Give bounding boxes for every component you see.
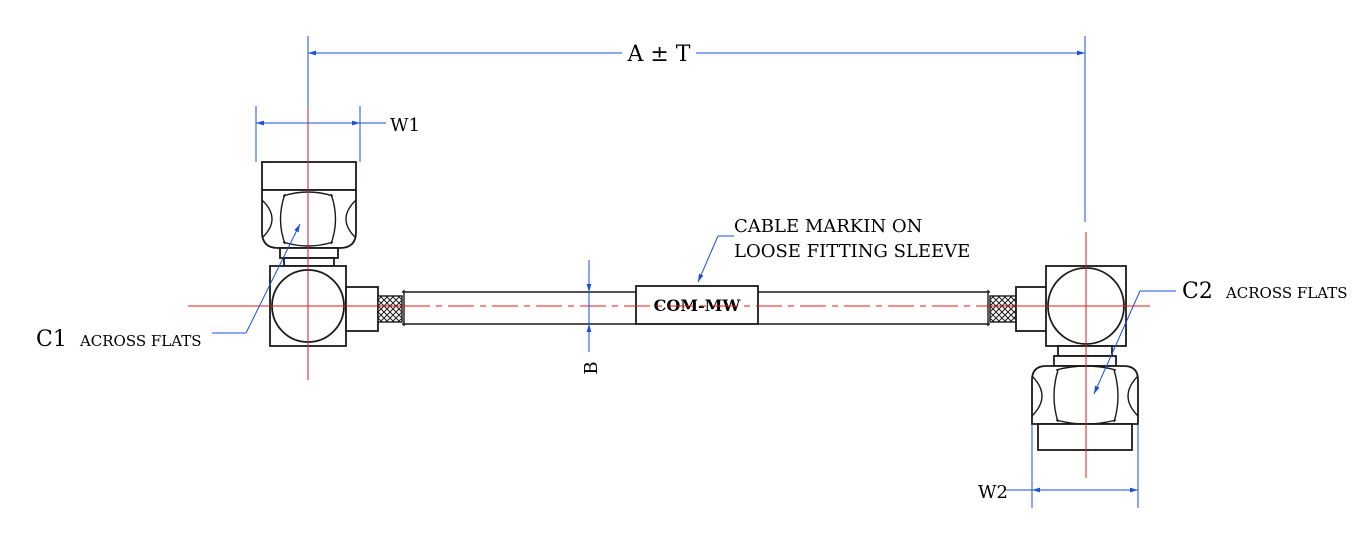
overall-length-label: A ± T (627, 42, 691, 67)
c2-label: C2 ACROSS FLATS (1182, 279, 1348, 304)
cable-diameter-label: B (581, 361, 602, 374)
width-right-dimension: W2 (978, 424, 1139, 508)
sleeve-label: COM-MW (654, 296, 742, 315)
width-left-dimension: W1 (255, 106, 420, 162)
note-line-1: CABLE MARKIN ON (734, 216, 922, 237)
c1-label: C1 ACROSS FLATS (36, 327, 202, 352)
width-right-label: W2 (978, 482, 1008, 503)
cable-diameter-dimension: B (581, 260, 602, 375)
cable-sleeve: COM-MW (635, 285, 759, 325)
width-left-label: W1 (390, 115, 420, 136)
cable (402, 290, 990, 326)
overall-length-dimension: A ± T (307, 36, 1086, 222)
cable-marking-note: CABLE MARKIN ON LOOSE FITTING SLEEVE (697, 216, 970, 283)
left-connector (261, 108, 403, 380)
right-connector (989, 232, 1139, 478)
c2-across-flats: C2 ACROSS FLATS (1093, 279, 1348, 395)
c1-across-flats: C1 ACROSS FLATS (36, 223, 301, 352)
note-line-2: LOOSE FITTING SLEEVE (734, 241, 970, 262)
